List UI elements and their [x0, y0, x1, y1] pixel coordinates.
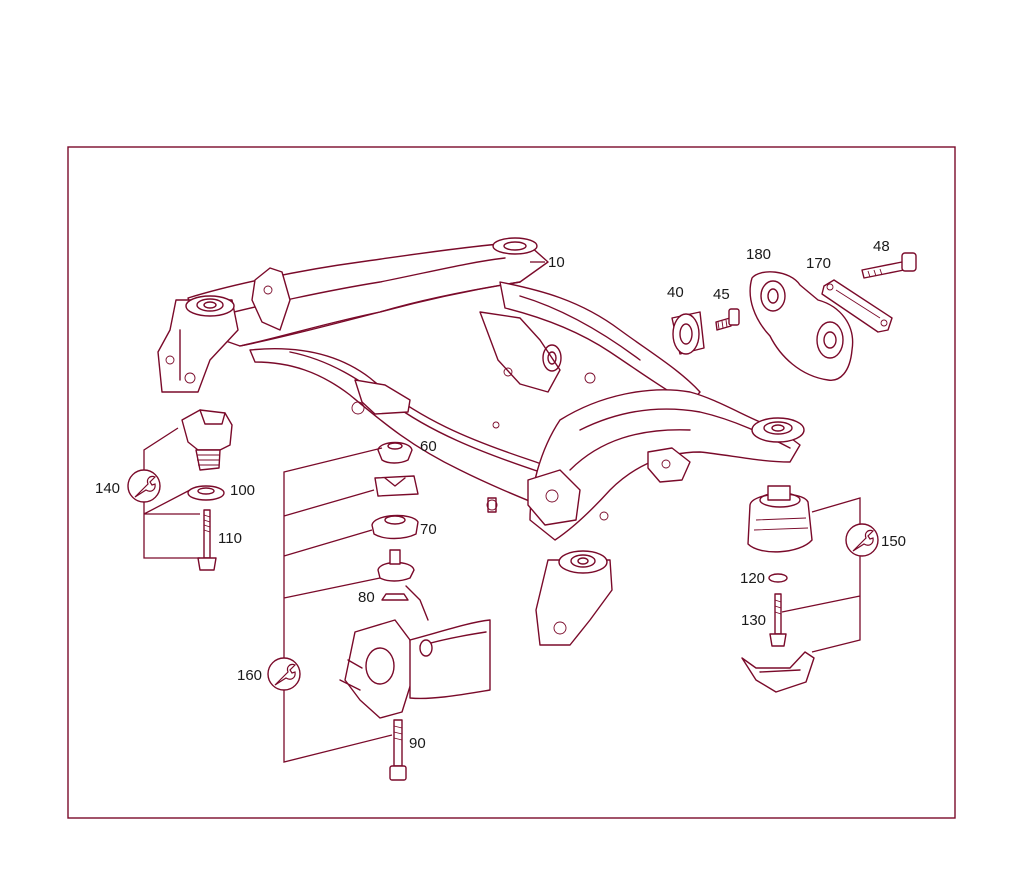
- bolt-48[interactable]: [861, 252, 917, 279]
- wrench-icon: [267, 657, 301, 691]
- callout-150[interactable]: 150: [881, 533, 906, 550]
- callout-70[interactable]: 70: [420, 521, 437, 538]
- mount-140-drawing[interactable]: [181, 409, 233, 471]
- subframe-drawing[interactable]: [157, 237, 805, 646]
- callout-48[interactable]: 48: [873, 238, 890, 255]
- bolt-130[interactable]: [769, 593, 787, 647]
- callout-160[interactable]: 160: [237, 667, 262, 684]
- callout-40[interactable]: 40: [667, 284, 684, 301]
- axle-hub-drawing[interactable]: [339, 585, 491, 719]
- buffer-drawing[interactable]: [374, 475, 419, 497]
- callout-80[interactable]: 80: [358, 589, 375, 606]
- bushing-40[interactable]: [671, 311, 705, 355]
- strap-170[interactable]: [821, 279, 893, 333]
- callout-90[interactable]: 90: [409, 735, 426, 752]
- diagram-frame: [67, 146, 956, 819]
- leader-lines: [143, 261, 861, 763]
- callout-170[interactable]: 170: [806, 255, 831, 272]
- callout-110[interactable]: 110: [218, 530, 242, 547]
- mount-bracket-180[interactable]: [749, 271, 854, 381]
- mount-80[interactable]: [377, 549, 415, 601]
- callout-180[interactable]: 180: [746, 246, 771, 263]
- bolt-90[interactable]: [389, 719, 407, 781]
- callout-140[interactable]: 140: [95, 480, 120, 497]
- wrench-icon: [845, 523, 879, 557]
- callout-60[interactable]: 60: [420, 438, 437, 455]
- bolt-110[interactable]: [197, 509, 217, 571]
- bracket-shield-drawing[interactable]: [741, 651, 815, 693]
- mount-60[interactable]: [377, 441, 413, 464]
- bolt-45[interactable]: [715, 308, 740, 331]
- callout-10[interactable]: 10: [548, 254, 565, 271]
- mount-70[interactable]: [371, 514, 419, 540]
- washer-100[interactable]: [187, 485, 225, 501]
- callout-130[interactable]: 130: [741, 612, 766, 629]
- callout-45[interactable]: 45: [713, 286, 730, 303]
- callout-labels: 10 40 45 48 60 70 80 90 100 110 120 130 …: [95, 238, 906, 752]
- washer-120[interactable]: [768, 573, 788, 583]
- wrench-icon: [127, 469, 161, 503]
- callout-100[interactable]: 100: [230, 482, 255, 499]
- callout-120[interactable]: 120: [740, 570, 765, 587]
- mount-150-drawing[interactable]: [747, 485, 813, 553]
